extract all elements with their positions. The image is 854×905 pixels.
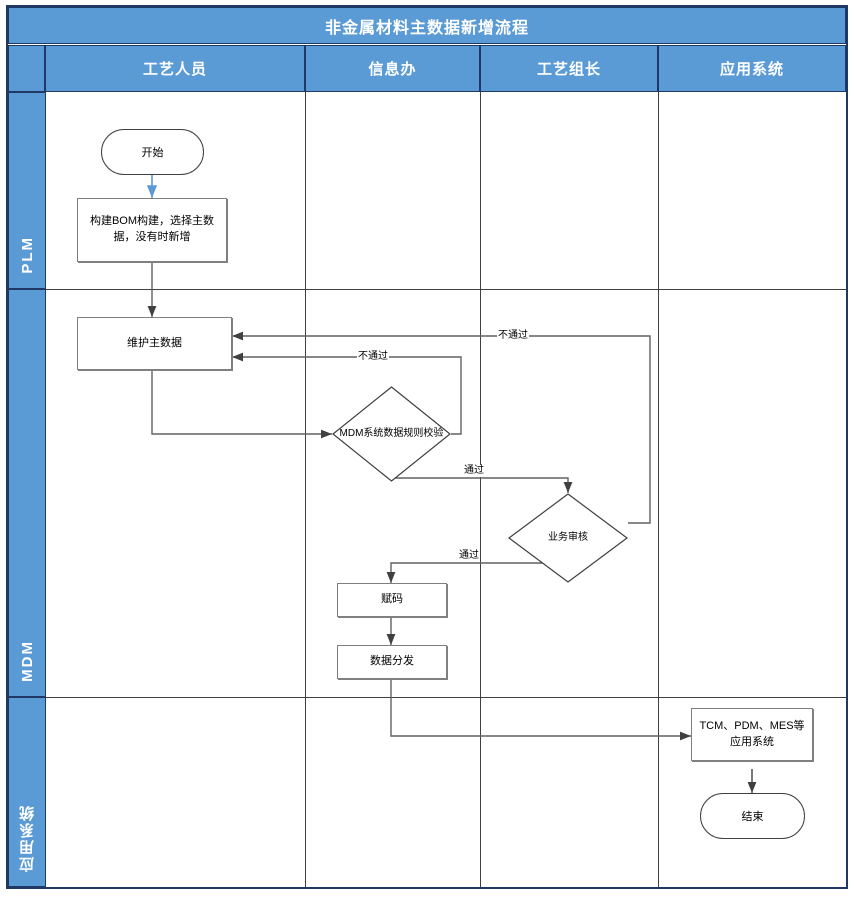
column-divider-3 — [658, 92, 659, 887]
lane-label-mdm: MDM — [8, 289, 46, 697]
column-divider-1 — [305, 92, 306, 887]
node-end[interactable]: 结束 — [700, 793, 805, 839]
node-build-bom[interactable]: 构建BOM构建，选择主数据，没有时新增 — [77, 198, 227, 262]
node-mdm-rule-check[interactable]: MDM系统数据规则校验 — [332, 386, 451, 482]
node-business-review-shape — [508, 493, 628, 583]
lane-label-app: 应用系统 — [8, 697, 46, 887]
node-target-systems[interactable]: TCM、PDM、MES等应用系统 — [691, 708, 813, 761]
node-assign-code[interactable]: 赋码 — [337, 583, 447, 617]
node-business-review[interactable]: 业务审核 — [508, 493, 628, 583]
column-header-yingyong-xitong: 应用系统 — [658, 45, 846, 92]
node-mdm-rule-check-shape — [332, 386, 451, 482]
column-header-gongyi-zuzhang: 工艺组长 — [480, 45, 658, 92]
edge-label-review-pass: 通过 — [458, 550, 480, 562]
lane-divider-plm-mdm — [45, 289, 846, 290]
diagram-title: 非金属材料主数据新增流程 — [8, 7, 846, 44]
lane-divider-mdm-app — [45, 697, 846, 698]
lane-label-plm: PLM — [8, 92, 46, 289]
edge-review-fail-to-maintain — [232, 331, 651, 524]
column-header-gongyi-renyuan: 工艺人员 — [45, 45, 305, 92]
node-start[interactable]: 开始 — [101, 129, 204, 175]
edge-label-rule-pass: 通过 — [463, 465, 485, 477]
edge-label-review-fail: 不通过 — [497, 330, 529, 342]
column-divider-2 — [480, 92, 481, 887]
edge-distribute-to-targetsys — [390, 679, 691, 741]
column-header-xinxiban: 信息办 — [305, 45, 480, 92]
edge-label-rule-fail: 不通过 — [357, 351, 389, 363]
edge-rulecheck-fail-to-maintain — [232, 352, 462, 435]
header-corner-cell — [8, 45, 45, 92]
node-data-distribution[interactable]: 数据分发 — [337, 645, 447, 679]
node-maintain-master-data[interactable]: 维护主数据 — [77, 317, 232, 370]
edge-maintain-to-rulecheck — [151, 370, 332, 439]
